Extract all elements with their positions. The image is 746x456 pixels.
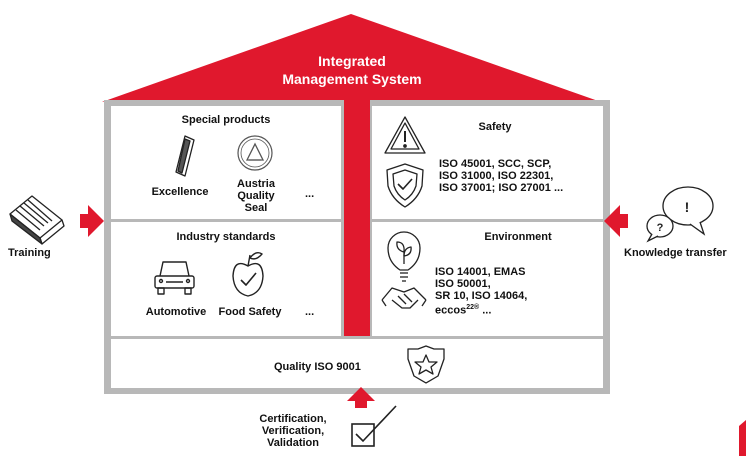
environment-text: ISO 14001, EMAS ISO 50001, SR 10, ISO 14… bbox=[435, 266, 595, 317]
central-pillar bbox=[344, 100, 370, 336]
environment-line-1: ISO 14001, EMAS bbox=[435, 266, 526, 278]
panel-quality bbox=[111, 339, 603, 388]
environment-heading: Environment bbox=[484, 231, 552, 243]
environment-line-4: eccos22® ... bbox=[435, 302, 595, 317]
safety-line-3: ISO 37001; ISO 27001 ... bbox=[439, 182, 564, 194]
panel-industry-standards bbox=[111, 222, 341, 336]
question-glyph: ? bbox=[657, 222, 664, 234]
certification-line-3: Validation bbox=[267, 437, 319, 449]
exclamation-glyph: ! bbox=[685, 199, 690, 215]
shield-check-icon bbox=[386, 163, 424, 208]
environment-more: ... bbox=[479, 304, 492, 317]
certification-line-1: Certification, bbox=[259, 413, 327, 425]
automotive-label: Automotive bbox=[145, 306, 207, 318]
safety-text: ISO 45001, SCC, SCP, ISO 31000, ISO 2230… bbox=[439, 158, 599, 194]
quality-label: Quality ISO 9001 bbox=[274, 361, 361, 373]
excellence-award-icon bbox=[175, 135, 195, 177]
training-label: Training bbox=[8, 247, 51, 259]
austria-quality-seal-label: Austria Quality Seal bbox=[237, 178, 275, 214]
eccos-text: eccos bbox=[435, 304, 467, 317]
knowledge-transfer-label: Knowledge transfer bbox=[624, 247, 727, 259]
safety-heading: Safety bbox=[478, 121, 512, 133]
apple-icon bbox=[232, 251, 264, 297]
quality-seal-icon bbox=[237, 135, 273, 171]
bottom-arrow bbox=[347, 387, 375, 408]
right-arrow bbox=[604, 205, 628, 237]
roof-title-line-1: Integrated bbox=[318, 53, 386, 69]
panel-environment bbox=[372, 222, 603, 336]
certification-label: Certification, Verification, Validation bbox=[240, 413, 346, 449]
environment-line-2: ISO 50001, bbox=[435, 278, 491, 290]
lightbulb-leaf-icon bbox=[387, 231, 421, 282]
panel-safety bbox=[372, 106, 603, 219]
corner-mark bbox=[739, 420, 746, 456]
environment-line-3: SR 10, ISO 14064, bbox=[435, 290, 528, 302]
speech-bubbles-icon bbox=[646, 186, 714, 243]
eccos-superscript: 22® bbox=[466, 304, 480, 311]
industry-standards-heading: Industry standards bbox=[176, 231, 276, 243]
shield-star-icon bbox=[407, 345, 445, 384]
special-products-more: ... bbox=[305, 188, 315, 200]
roof-title-line-2: Management System bbox=[282, 71, 422, 87]
special-products-heading: Special products bbox=[181, 114, 271, 126]
safety-line-2: ISO 31000, ISO 22301, bbox=[439, 170, 554, 182]
book-icon bbox=[9, 195, 65, 245]
handshake-icon bbox=[381, 287, 427, 309]
excellence-label: Excellence bbox=[151, 186, 209, 198]
car-icon bbox=[154, 261, 195, 295]
certification-line-2: Verification, bbox=[261, 425, 325, 437]
food-safety-label: Food Safety bbox=[218, 306, 282, 318]
industry-standards-more: ... bbox=[305, 306, 315, 318]
safety-line-1: ISO 45001, SCC, SCP, bbox=[439, 158, 552, 170]
left-arrow bbox=[80, 205, 104, 237]
checkbox-icon bbox=[351, 405, 397, 447]
warning-icon bbox=[384, 116, 426, 154]
panel-special-products bbox=[111, 106, 341, 219]
roof bbox=[102, 14, 601, 102]
roof-title: Integrated Management System bbox=[262, 52, 442, 88]
